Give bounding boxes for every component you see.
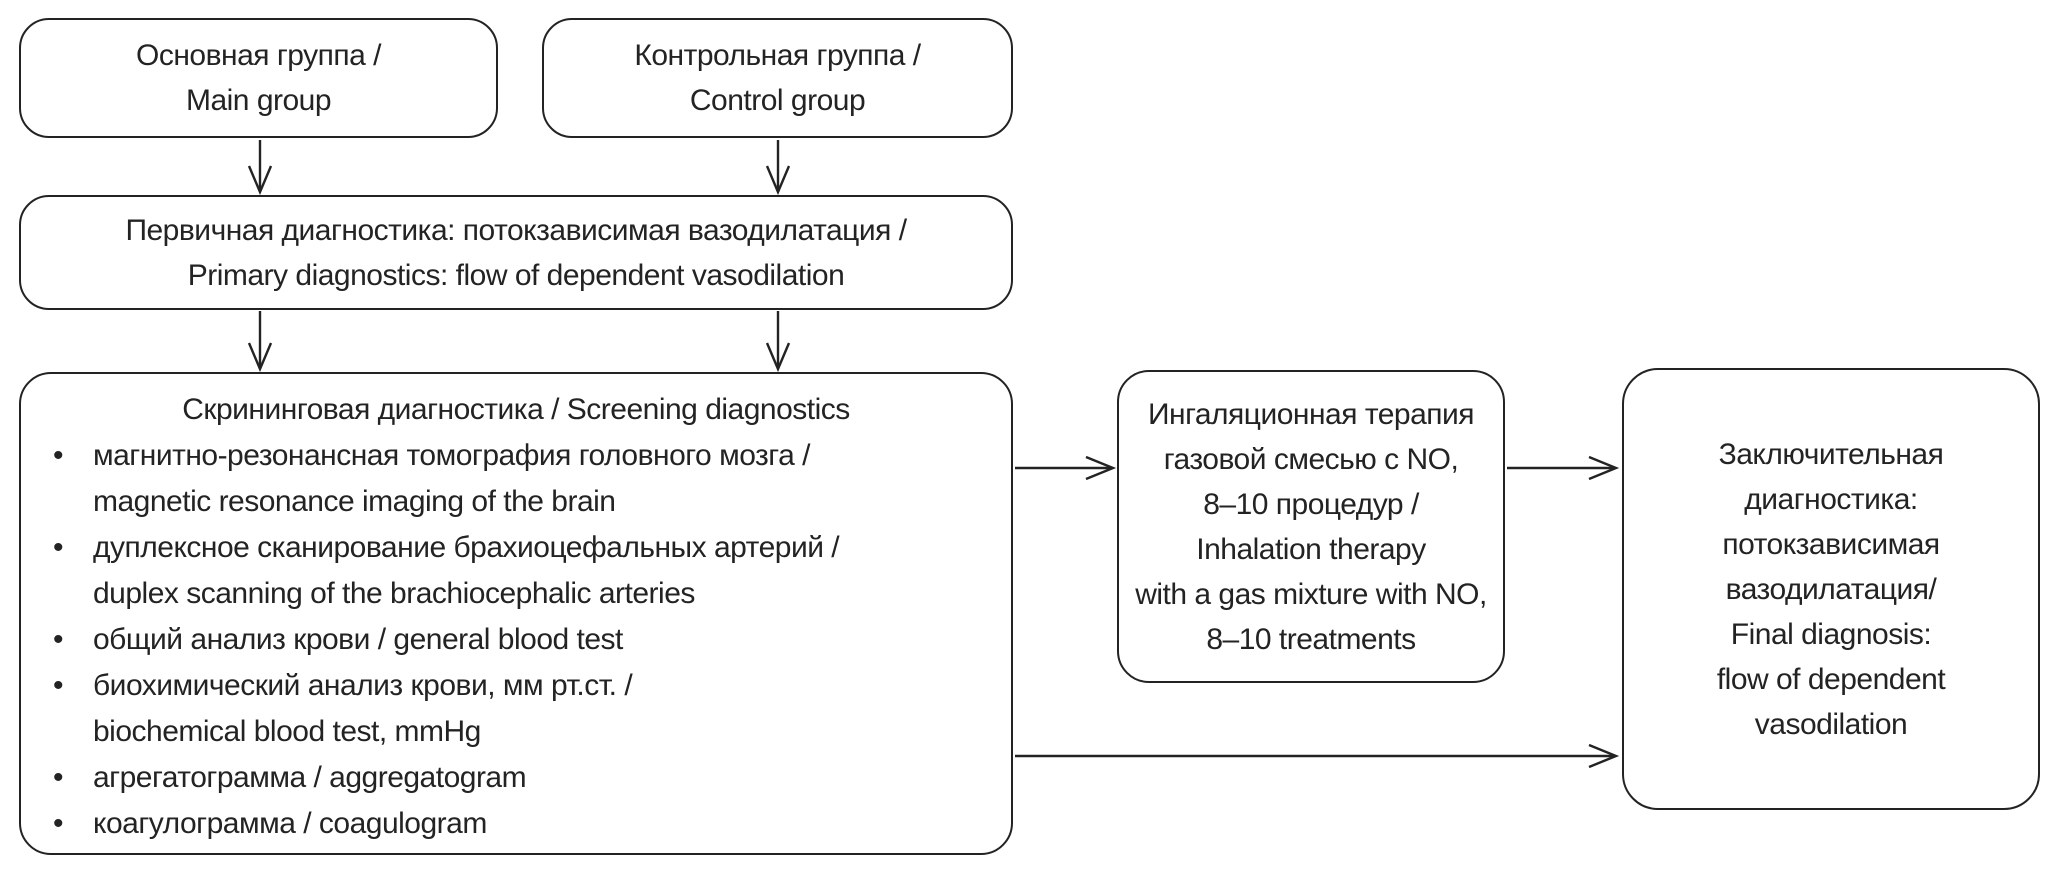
bullet-text: агрегатограмма / aggregatogram [93,761,527,794]
screening-bullet-item: • магнитно-резонансная томография головно… [53,433,993,525]
arrow-screening-to-inhalation-icon [1015,455,1117,481]
box-inhalation-therapy: Ингаляционная терапия газовой смесью с N… [1117,370,1505,683]
bullet-text: коагулограмма / coagulogram [93,807,487,840]
bullet-icon: • [53,531,64,564]
bullet-text: общий анализ крови / general blood test [93,623,623,656]
arrow-screening-to-final-icon [1015,743,1620,769]
screening-bullet-item: • коагулограмма / coagulogram [53,801,993,847]
box-primary-diagnostics: Первичная диагностика: потокзависимая ва… [19,195,1013,310]
bullet-icon: • [53,669,64,702]
bullet-icon: • [53,623,64,656]
box-text-line: Main group [185,84,332,117]
box-text-line: vasodilation [1754,707,1908,741]
box-text-line: Control group [689,84,866,117]
arrow-main-to-primary-icon [247,140,273,196]
screening-bullet-list: • магнитно-резонансная томография головно… [39,433,993,847]
bullet-text: магнитно-резонансная томография головног… [93,439,810,518]
box-text-line: диагностика: [1744,482,1918,516]
screening-title: Скрининговая диагностика / Screening dia… [182,393,850,426]
arrow-primary-to-screening-right-icon [765,311,791,373]
screening-bullet-item: • агрегатограмма / aggregatogram [53,755,993,801]
box-final-diagnostics: Заключительная диагностика: потокзависим… [1622,368,2040,810]
box-text-line: Первичная диагностика: потокзависимая ва… [125,213,907,247]
box-text-line: with a gas mixture with NO, [1135,577,1487,611]
box-text-line: Primary diagnostics: flow of dependent v… [187,258,845,292]
screening-bullet-item: • дуплексное сканирование брахиоцефальных… [53,525,993,617]
box-control-group: Контрольная группа / Control group [542,18,1013,138]
box-main-group: Основная группа / Main group [19,18,498,138]
arrow-inhalation-to-final-icon [1507,455,1620,481]
screening-bullet-item: • общий анализ крови / general blood test [53,617,993,663]
bullet-icon: • [53,807,64,840]
arrow-control-to-primary-icon [765,140,791,196]
box-text-line: газовой смесью с NO, [1163,442,1459,476]
box-text-line: потокзависимая [1722,527,1940,561]
arrow-primary-to-screening-left-icon [247,311,273,373]
box-text-line: Ингаляционная терапия [1147,397,1475,431]
box-text-line: Inhalation therapy [1196,532,1426,566]
box-text-line: flow of dependent [1716,662,1946,696]
bullet-text: биохимический анализ крови, мм рт.ст. /b… [93,669,633,748]
box-text-line: Final diagnosis: [1730,617,1932,651]
box-screening-diagnostics: Скрининговая диагностика / Screening dia… [19,372,1013,855]
box-text-line: вазодилатация/ [1725,572,1937,606]
box-text-line: 8–10 treatments [1206,622,1416,656]
box-text-line: Заключительная [1718,437,1944,471]
bullet-icon: • [53,439,64,472]
bullet-icon: • [53,761,64,794]
box-text-line: Контрольная группа / [634,39,921,72]
bullet-text: дуплексное сканирование брахиоцефальных … [93,531,840,610]
box-text-line: Основная группа / [136,39,382,72]
box-text-line: 8–10 процедур / [1203,487,1419,521]
screening-bullet-item: • биохимический анализ крови, мм рт.ст. /… [53,663,993,755]
